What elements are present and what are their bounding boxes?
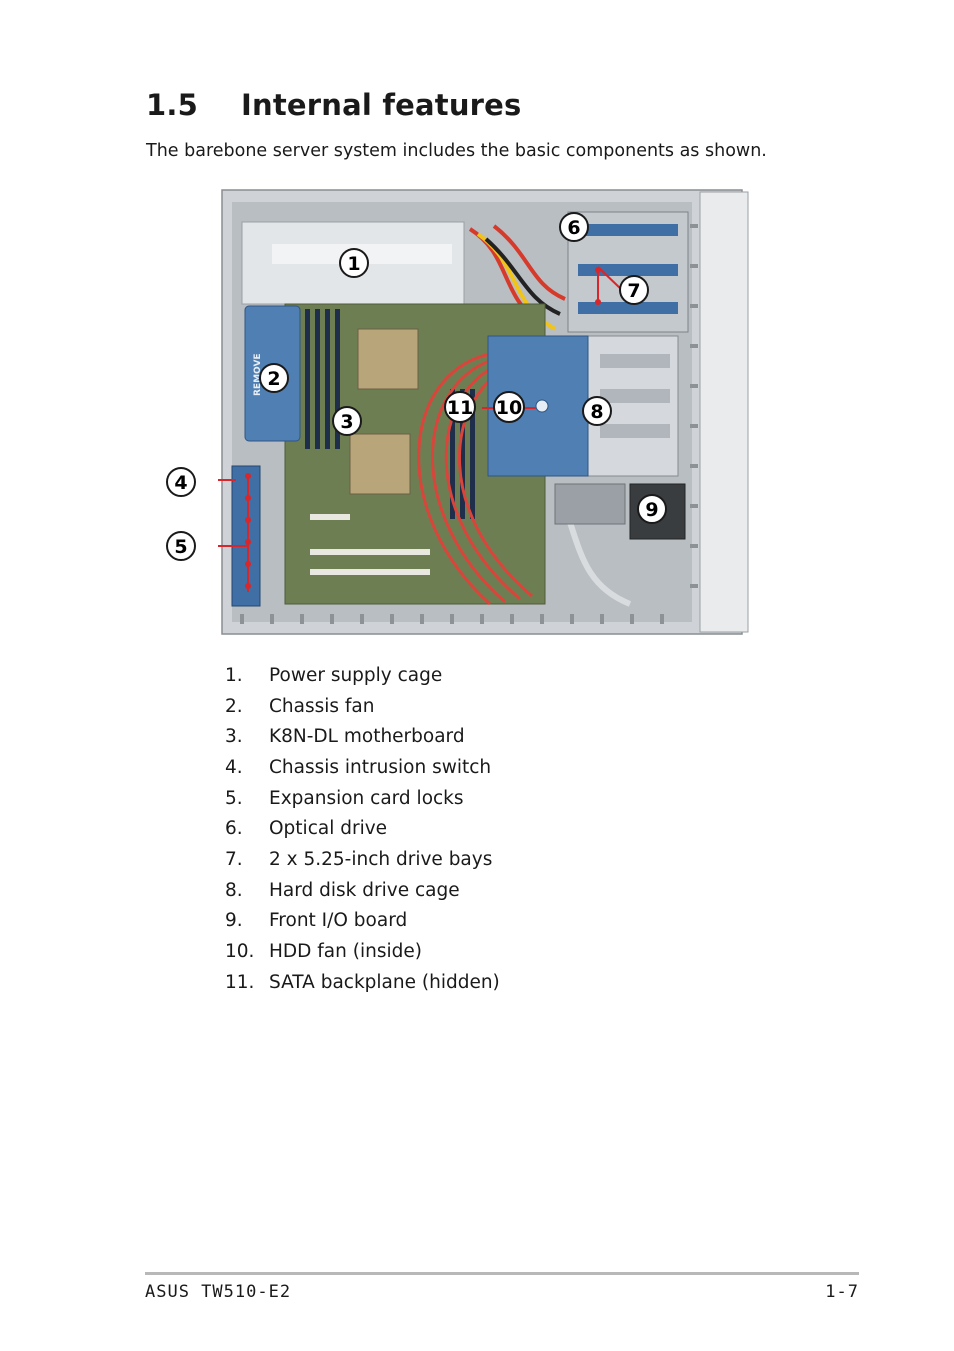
svg-text:2: 2: [267, 368, 280, 390]
callout-dots: [245, 267, 601, 589]
callout-1: 1: [339, 248, 369, 278]
server-photo-illustration: REMOVE: [166, 189, 749, 635]
callout-7: 7: [619, 275, 649, 305]
list-item: 5.Expansion card locks: [225, 787, 464, 809]
list-item: 2.Chassis fan: [225, 695, 375, 717]
front-bezel: [699, 191, 749, 633]
list-item: 6.Optical drive: [225, 818, 388, 840]
svg-text:1: 1: [347, 253, 360, 275]
list-item: 10.HDD fan (inside): [225, 941, 422, 963]
svg-text:7: 7: [627, 280, 640, 302]
footer-divider: [145, 1272, 859, 1275]
section-number: 1.5: [146, 88, 198, 122]
component-list: 1.Power supply cage 2.Chassis fan 3.K8N-…: [225, 660, 500, 998]
list-item: 4.Chassis intrusion switch: [225, 756, 492, 778]
footer-page-number: 1-7: [825, 1282, 859, 1302]
callout-8: 8: [582, 396, 612, 426]
frame-tabs: [240, 224, 698, 624]
svg-text:5: 5: [174, 536, 187, 558]
expansion-card-locks: [231, 465, 261, 607]
list-item: 3.K8N-DL motherboard: [225, 726, 465, 748]
footer-product-name: ASUS TW510-E2: [145, 1282, 292, 1302]
server-internal-figure: REMOVE: [160, 184, 760, 640]
fan-remove-text: REMOVE: [253, 353, 263, 396]
svg-text:11: 11: [447, 397, 473, 419]
callout-4: 4: [166, 467, 196, 497]
svg-text:8: 8: [590, 401, 603, 423]
pci-slots: [310, 514, 430, 575]
svg-text:3: 3: [340, 411, 353, 433]
callout-11: 11: [444, 391, 476, 423]
svg-text:10: 10: [496, 397, 522, 419]
svg-text:9: 9: [645, 499, 658, 521]
callout-markers: 1 2 3 4 5 6 7 8 9 10 11: [166, 212, 667, 561]
callout-2: 2: [259, 363, 289, 393]
section-heading: 1.5 Internal features: [146, 88, 522, 122]
intro-paragraph: The barebone server system includes the …: [146, 141, 767, 161]
cpu-socket-2: [349, 433, 411, 495]
list-item: 9.Front I/O board: [225, 910, 408, 932]
svg-text:4: 4: [174, 472, 187, 494]
callout-5: 5: [166, 531, 196, 561]
list-item: 8.Hard disk drive cage: [225, 879, 460, 901]
list-item: 11.SATA backplane (hidden): [225, 971, 500, 993]
list-item: 7.2 x 5.25-inch drive bays: [225, 848, 493, 870]
cpu-socket-1: [357, 328, 419, 390]
callout-10: 10: [493, 391, 525, 423]
svg-text:6: 6: [567, 217, 580, 239]
sata-cables: [417, 352, 533, 606]
section-title: Internal features: [241, 88, 522, 122]
memory-slots: [305, 309, 475, 519]
callout-3: 3: [332, 406, 362, 436]
callout-9: 9: [637, 494, 667, 524]
list-item: 1.Power supply cage: [225, 664, 443, 686]
callout-6: 6: [559, 212, 589, 242]
